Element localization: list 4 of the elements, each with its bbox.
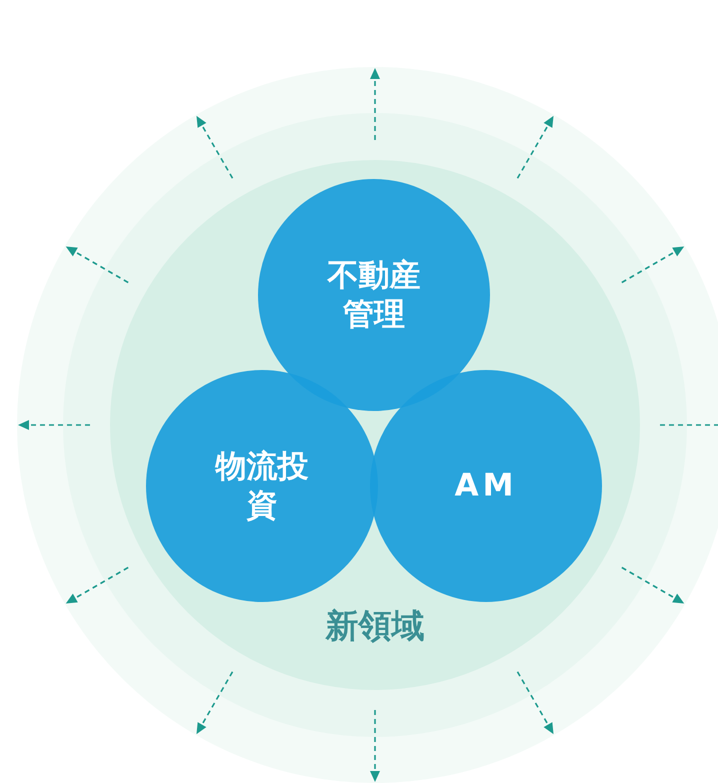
circle-label: 不動産管理 xyxy=(326,256,422,334)
circle-label: AM xyxy=(454,466,518,506)
area-label: 新領域 xyxy=(326,605,424,646)
circle-label: 物流投資 xyxy=(214,447,310,525)
